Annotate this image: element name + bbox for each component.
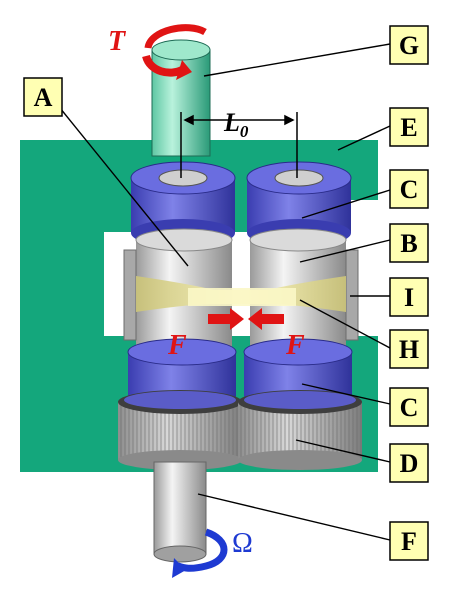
svg-text:E: E [400, 113, 417, 142]
label-e: E [389, 107, 429, 147]
l0-symbol: L0 [223, 108, 249, 141]
label-c-bottom: C [389, 387, 429, 427]
label-c-top: C [389, 169, 429, 209]
omega-symbol: Ω [232, 528, 253, 559]
label-g: G [389, 25, 429, 65]
label-b: B [389, 223, 429, 263]
gear-right [238, 390, 362, 470]
force-symbol-left: F [167, 330, 187, 361]
gear-left [118, 390, 242, 470]
omega-arrow [172, 528, 228, 578]
svg-text:F: F [401, 527, 417, 556]
svg-text:C: C [400, 393, 419, 422]
label-f: F [389, 521, 429, 561]
force-arrow-left [208, 308, 244, 330]
label-a: A [23, 77, 63, 117]
torque-symbol: T [108, 26, 127, 57]
svg-text:B: B [400, 229, 417, 258]
leader-lines [59, 43, 391, 541]
label-i: I [389, 277, 429, 317]
dimension-l0 [180, 112, 298, 178]
svg-text:I: I [404, 283, 414, 312]
force-symbol-right: F [285, 330, 305, 361]
label-d: D [389, 443, 429, 483]
svg-text:C: C [400, 175, 419, 204]
label-h: H [389, 329, 429, 369]
torque-arrow [142, 24, 207, 80]
svg-text:A: A [34, 83, 53, 112]
svg-text:D: D [400, 449, 419, 478]
bottom-shaft [153, 461, 207, 563]
force-arrow-right [248, 308, 284, 330]
svg-text:H: H [399, 335, 419, 364]
svg-text:G: G [399, 31, 419, 60]
